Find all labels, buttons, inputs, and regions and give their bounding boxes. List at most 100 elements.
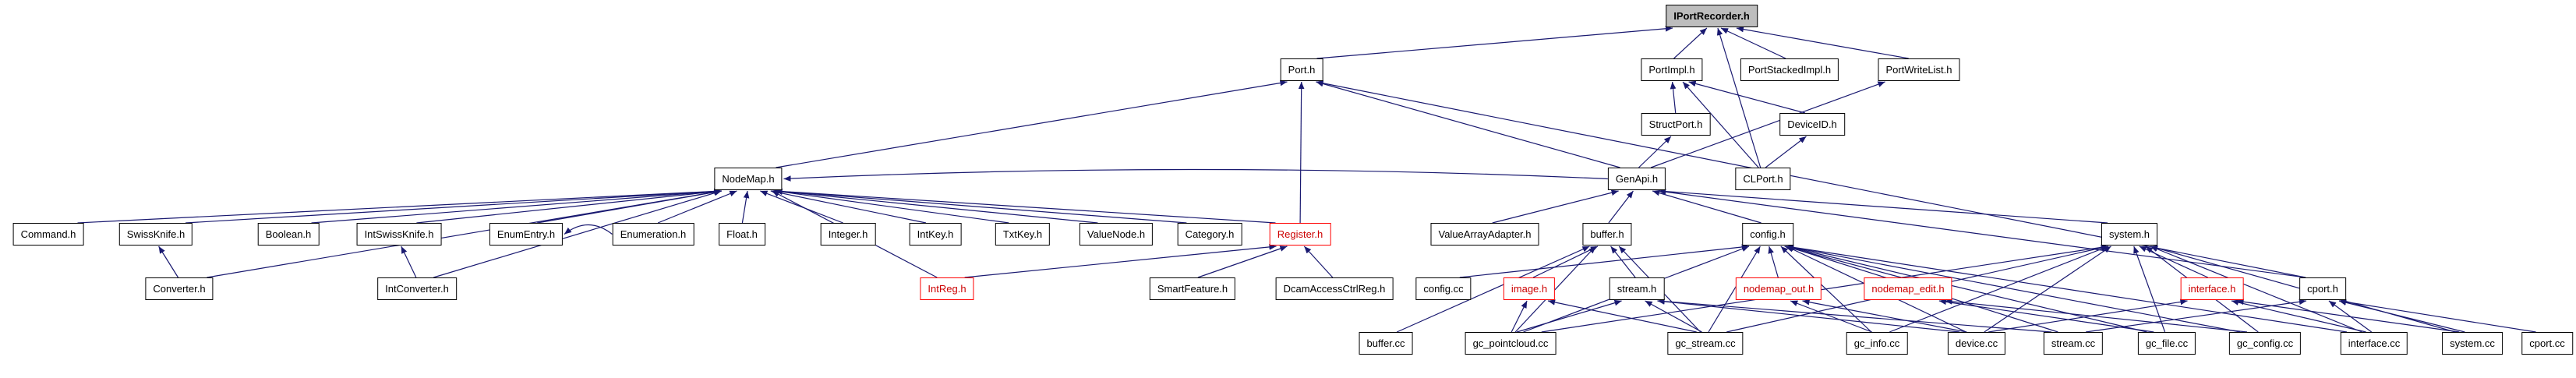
node-port-h[interactable]: Port.h <box>1280 58 1323 81</box>
node-float-h[interactable]: Float.h <box>719 223 765 246</box>
node-deviceid-h[interactable]: DeviceID.h <box>1779 113 1845 136</box>
edge-device-cc-to-interface-h <box>1988 299 2188 333</box>
edge-valuearrayadapter-h-to-genapi-h <box>1492 189 1619 224</box>
edge-gc-config-cc-to-nodemap-edit-h <box>1945 299 2248 333</box>
node-dcamaccessctrlreg-h[interactable]: DcamAccessCtrlReg.h <box>1275 277 1394 300</box>
node-integer-h[interactable]: Integer.h <box>820 223 876 246</box>
node-cport-cc[interactable]: cport.cc <box>2521 332 2573 355</box>
node-txtkey-h[interactable]: TxtKey.h <box>995 223 1051 246</box>
edge-gc-file-cc-to-system-h <box>2133 246 2166 333</box>
node-swissknife-h[interactable]: SwissKnife.h <box>118 223 193 246</box>
edge-genapi-h-to-structport-h <box>1638 136 1672 168</box>
edge-intconverter-h-to-intswissknife-h <box>401 246 417 278</box>
edge-device-cc-to-nodemap-out-h <box>1802 299 1967 333</box>
edge-command-h-to-nodemap-h <box>77 188 722 224</box>
node-interface-cc[interactable]: interface.cc <box>2340 332 2408 355</box>
edge-stream-cc-to-stream-h <box>1657 298 2052 333</box>
edge-float-h-to-nodemap-h <box>741 190 750 224</box>
edge-interface-cc-to-interface-h <box>2231 299 2366 333</box>
node-gc-file-cc[interactable]: gc_file.cc <box>2137 332 2196 355</box>
edge-portwritelist-h-to-iportrecorder-h <box>1736 26 1909 59</box>
node-interface-h[interactable]: interface.h <box>2180 277 2244 300</box>
edge-gc-stream-cc-to-stream-h <box>1645 300 1702 333</box>
edge-buffer-h-to-genapi-h <box>1608 190 1634 224</box>
node-command-h[interactable]: Command.h <box>12 223 84 246</box>
edge-interface-cc-to-cport-h <box>2328 300 2373 333</box>
edge-converter-h-to-swissknife-h <box>158 246 179 278</box>
node-device-cc[interactable]: device.cc <box>1947 332 2006 355</box>
node-buffer-h[interactable]: buffer.h <box>1582 223 1632 246</box>
node-config-cc[interactable]: config.cc <box>1415 277 1472 300</box>
node-image-h[interactable]: image.h <box>1503 277 1556 300</box>
edge-intreg-h-to-register-h <box>964 244 1277 278</box>
node-system-h[interactable]: system.h <box>2101 223 2158 246</box>
node-boolean-h[interactable]: Boolean.h <box>257 223 320 246</box>
node-config-h[interactable]: config.h <box>1742 223 1793 246</box>
node-portimpl-h[interactable]: PortImpl.h <box>1641 58 1703 81</box>
edge-dcamaccessctrlreg-h-to-register-h <box>1303 246 1334 278</box>
edge-gc-config-cc-to-config-h <box>1786 244 2241 333</box>
edge-cport-h-to-port-h <box>1316 80 2306 278</box>
node-gc-info-cc[interactable]: gc_info.cc <box>1846 332 1908 355</box>
node-nodemap-edit-h[interactable]: nodemap_edit.h <box>1864 277 1952 300</box>
edge-config-cc-to-config-h <box>1459 244 1750 278</box>
edge-stream-cc-to-cport-h <box>2085 299 2307 333</box>
node-category-h[interactable]: Category.h <box>1177 223 1242 246</box>
edge-nodemap-edit-h-to-config-h <box>1784 245 1902 278</box>
edge-cport-cc-to-cport-h <box>2338 299 2536 333</box>
node-iportrecorder-h[interactable]: IPortRecorder.h <box>1666 5 1758 27</box>
edge-interface-h-to-system-h <box>2139 246 2208 278</box>
edge-nodemap-out-h-to-config-h <box>1768 246 1779 278</box>
node-enumeration-h[interactable]: Enumeration.h <box>612 223 694 246</box>
edge-genapi-h-to-port-h <box>1316 80 1620 168</box>
node-intkey-h[interactable]: IntKey.h <box>909 223 962 246</box>
node-intswissknife-h[interactable]: IntSwissKnife.h <box>356 223 442 246</box>
edge-integer-h-to-nodemap-h <box>760 190 843 224</box>
node-intconverter-h[interactable]: IntConverter.h <box>377 277 457 300</box>
node-valuearrayadapter-h[interactable]: ValueArrayAdapter.h <box>1430 223 1539 246</box>
node-nodemap-out-h[interactable]: nodemap_out.h <box>1735 277 1822 300</box>
node-stream-h[interactable]: stream.h <box>1609 277 1665 300</box>
edge-device-cc-to-system-h <box>1984 246 2111 333</box>
edge-gc-file-cc-to-nodemap-edit-h <box>1938 299 2154 333</box>
edge-structport-h-to-portimpl-h <box>1670 81 1677 114</box>
node-stream-cc[interactable]: stream.cc <box>2043 332 2104 355</box>
edge-gc-file-cc-to-config-h <box>1786 245 2147 333</box>
node-valuenode-h[interactable]: ValueNode.h <box>1079 223 1154 246</box>
node-cport-h[interactable]: cport.h <box>2299 277 2346 300</box>
edge-txtkey-h-to-nodemap-h <box>775 189 1009 224</box>
node-enumentry-h[interactable]: EnumEntry.h <box>489 223 564 246</box>
edge-system-h-to-genapi-h <box>1658 188 2108 224</box>
edge-gc-pointcloud-cc-to-image-h <box>1511 300 1528 333</box>
node-register-h[interactable]: Register.h <box>1269 223 1331 246</box>
edge-gc-info-cc-to-nodemap-out-h <box>1790 300 1872 333</box>
edge-stream-h-to-buffer-h <box>1610 246 1636 278</box>
edge-config-h-to-genapi-h <box>1652 189 1762 224</box>
edge-category-h-to-nodemap-h <box>775 188 1187 224</box>
node-smartfeature-h[interactable]: SmartFeature.h <box>1149 277 1236 300</box>
node-genapi-h[interactable]: GenApi.h <box>1607 168 1666 190</box>
edge-enumeration-h-to-enumentry-h <box>564 224 613 235</box>
node-buffer-cc[interactable]: buffer.cc <box>1359 332 1413 355</box>
node-intreg-h[interactable]: IntReg.h <box>920 277 974 300</box>
edge-enumeration-h-to-nodemap-h <box>657 190 737 224</box>
edge-system-cc-to-cport-h <box>2338 299 2465 333</box>
node-clport-h[interactable]: CLPort.h <box>1735 168 1791 190</box>
node-system-cc[interactable]: system.cc <box>2442 332 2503 355</box>
edge-port-h-to-iportrecorder-h <box>1316 25 1673 59</box>
edge-clport-h-to-iportrecorder-h <box>1716 27 1762 168</box>
edge-enumentry-h-to-nodemap-h <box>537 189 722 224</box>
node-nodemap-h[interactable]: NodeMap.h <box>714 168 783 190</box>
node-gc-stream-cc[interactable]: gc_stream.cc <box>1667 332 1744 355</box>
edge-valuenode-h-to-nodemap-h <box>775 189 1098 224</box>
node-portstackedimpl-h[interactable]: PortStackedImpl.h <box>1740 58 1839 81</box>
node-converter-h[interactable]: Converter.h <box>145 277 214 300</box>
node-structport-h[interactable]: StructPort.h <box>1641 113 1711 136</box>
edge-system-cc-to-interface-h <box>2236 299 2460 333</box>
node-portwritelist-h[interactable]: PortWriteList.h <box>1878 58 1960 81</box>
edge-register-h-to-nodemap-h <box>775 188 1276 224</box>
node-gc-pointcloud-cc[interactable]: gc_pointcloud.cc <box>1465 332 1557 355</box>
node-gc-config-cc[interactable]: gc_config.cc <box>2228 332 2302 355</box>
edge-boolean-h-to-nodemap-h <box>311 188 722 224</box>
